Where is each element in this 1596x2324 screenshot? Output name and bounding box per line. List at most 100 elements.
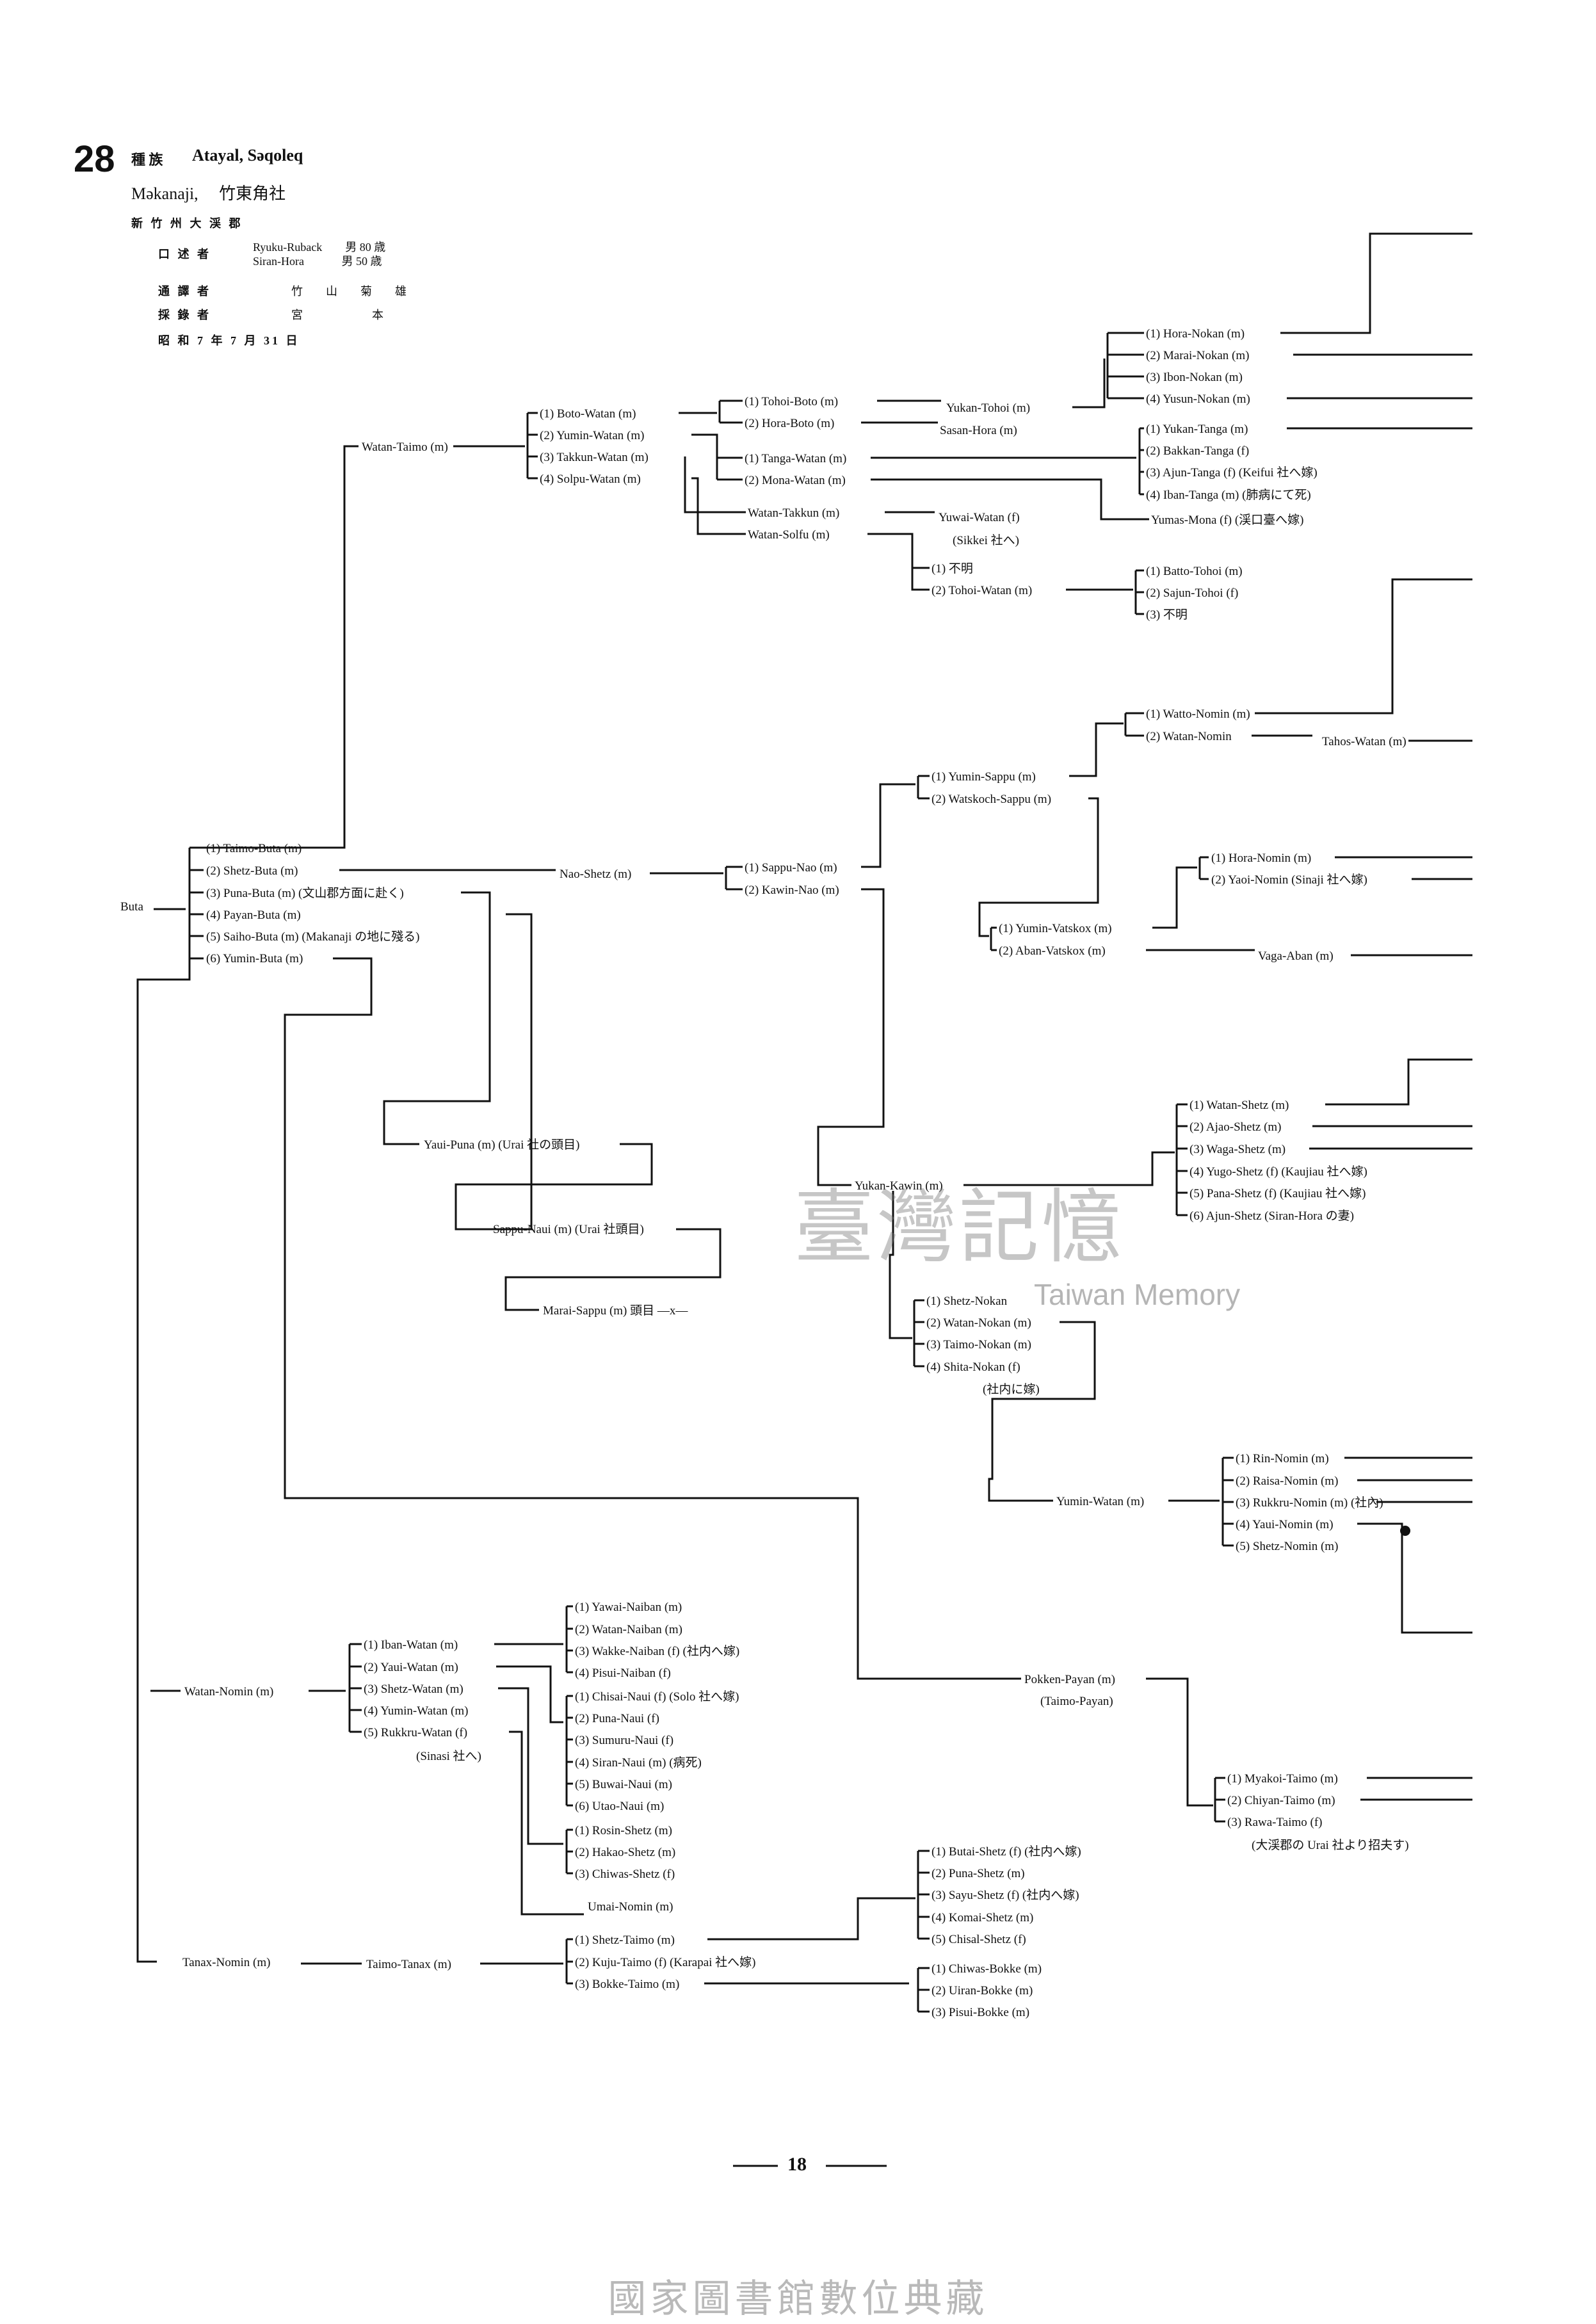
- person-entry: (Sinasi 社へ): [416, 1750, 481, 1763]
- person-entry: Pokken-Payan (m): [1024, 1673, 1115, 1686]
- tribe-label: 種 族: [131, 152, 163, 168]
- person-entry: (2) Mona-Watan (m): [745, 474, 846, 487]
- person-entry: (1) Hora-Nokan (m): [1146, 327, 1245, 341]
- person-entry: (3) Puna-Buta (m) (文山郡方面に赴く): [206, 887, 404, 900]
- person-entry: (3) Takkun-Watan (m): [540, 451, 649, 464]
- person-entry: (4) Pisui-Naiban (f): [575, 1666, 671, 1680]
- person-entry: (2) Marai-Nokan (m): [1146, 349, 1250, 362]
- person-entry: (Sikkei 社へ): [953, 534, 1019, 547]
- person-entry: (3) Sayu-Shetz (f) (社内へ嫁): [931, 1889, 1079, 1902]
- person-entry: (2) Hora-Boto (m): [745, 417, 835, 430]
- person-entry: (2) Yumin-Watan (m): [540, 429, 645, 442]
- person-entry: (4) Komai-Shetz (m): [931, 1911, 1034, 1925]
- person-entry: Yumas-Mona (f) (渓口臺へ嫁): [1151, 513, 1304, 527]
- person-entry: (4) Shita-Nokan (f): [926, 1360, 1020, 1374]
- person-entry: Sasan-Hora (m): [940, 424, 1017, 437]
- tribe-name: Atayal, Səqoleq: [192, 146, 303, 165]
- person-entry: (1) Taimo-Buta (m): [206, 842, 302, 855]
- person-entry: (1) Chisai-Naui (f) (Solo 社へ嫁): [575, 1690, 739, 1704]
- watermark-english: Taiwan Memory: [1034, 1278, 1241, 1311]
- chart-number: 28: [74, 138, 115, 180]
- person-entry: (3) Taimo-Nokan (m): [926, 1338, 1031, 1352]
- person-entry: (4) Payan-Buta (m): [206, 908, 301, 922]
- person-entry: (3) Shetz-Watan (m): [364, 1682, 463, 1696]
- person-entry: (2) Shetz-Buta (m): [206, 864, 298, 878]
- interpreter: 竹 山 菊 雄: [291, 285, 407, 298]
- person-entry: Watan-Solfu (m): [748, 528, 830, 542]
- person-entry: Tanax-Nomin (m): [182, 1956, 271, 1969]
- person-entry: (3) Ajun-Tanga (f) (Keifui 社へ嫁): [1146, 466, 1318, 480]
- recorder-label: 採 錄 者: [158, 309, 211, 321]
- person-entry: (5) Saiho-Buta (m) (Makanaji の地に殘る): [206, 930, 420, 944]
- person-entry: (大渓郡の Urai 社より招夫す): [1252, 1839, 1409, 1852]
- watermark-chinese: 臺灣記憶: [794, 1181, 1124, 1274]
- person-entry: (2) Uiran-Bokke (m): [931, 1984, 1033, 1997]
- person-entry: (1) Watan-Shetz (m): [1189, 1099, 1289, 1112]
- person-entry: (1) Iban-Watan (m): [364, 1638, 458, 1652]
- person-entry: (5) Buwai-Naui (m): [575, 1778, 672, 1791]
- person-entry: (2) Aban-Vatskox (m): [999, 944, 1106, 958]
- person-entry: (5) Chisal-Shetz (f): [931, 1933, 1026, 1946]
- person-entry: Vaga-Aban (m): [1258, 949, 1334, 963]
- person-entry: (5) Shetz-Nomin (m): [1236, 1540, 1339, 1553]
- person-entry: (2) Tohoi-Watan (m): [931, 584, 1033, 597]
- person-entry: (2) Kuju-Taimo (f) (Karapai 社へ嫁): [575, 1956, 756, 1969]
- person-entry: (1) Butai-Shetz (f) (社内へ嫁): [931, 1845, 1081, 1859]
- person-entry: (1) Tanga-Watan (m): [745, 452, 847, 465]
- person-entry: (2) Raisa-Nomin (m): [1236, 1474, 1339, 1488]
- person-entry: (1) Rosin-Shetz (m): [575, 1824, 672, 1837]
- record-date: 昭 和 7 年 7 月 31 日: [158, 334, 300, 347]
- person-entry: Watan-Takkun (m): [748, 506, 840, 520]
- person-entry: Marai-Sappu (m) 頭目 —x—: [543, 1304, 688, 1318]
- person-entry: (3) Pisui-Bokke (m): [931, 2006, 1030, 2019]
- person-entry: (2) Watan-Nokan (m): [926, 1316, 1031, 1330]
- person-entry: Yaui-Puna (m) (Urai 社の頭目): [424, 1138, 580, 1152]
- person-entry: (1) Yawai-Naiban (m): [575, 1601, 682, 1614]
- person-entry: (社内に嫁): [983, 1383, 1040, 1396]
- person-entry: (4) Yumin-Watan (m): [364, 1704, 469, 1718]
- person-entry: (1) Boto-Watan (m): [540, 407, 636, 421]
- informant-1: Ryuku-Ruback 男 80 歳: [253, 241, 386, 254]
- person-entry: (2) Watan-Naiban (m): [575, 1623, 682, 1636]
- person-entry: Tahos-Watan (m): [1322, 735, 1407, 748]
- junction-dot: [1400, 1526, 1410, 1536]
- person-entry: Watan-Taimo (m): [362, 440, 448, 454]
- person-entry: Buta: [120, 900, 143, 914]
- person-entry: Yukan-Kawin (m): [855, 1179, 943, 1193]
- person-entry: Nao-Shetz (m): [560, 867, 632, 881]
- person-entry: (1) Chiwas-Bokke (m): [931, 1962, 1042, 1976]
- informant-2: Siran-Hora 男 50 歳: [253, 255, 382, 268]
- person-entry: (3) 不明: [1146, 608, 1188, 622]
- person-entry: (2) Chiyan-Taimo (m): [1227, 1794, 1335, 1807]
- person-entry: (6) Yumin-Buta (m): [206, 952, 303, 965]
- person-entry: (1) Tohoi-Boto (m): [745, 395, 839, 408]
- footer-credit: 國家圖書館數位典藏: [608, 2277, 988, 2321]
- person-entry: (1) Yumin-Vatskox (m): [999, 922, 1112, 935]
- person-entry: (2) Watan-Nomin: [1146, 730, 1232, 743]
- person-entry: Watan-Nomin (m): [184, 1685, 274, 1699]
- person-entry: (3) Bokke-Taimo (m): [575, 1978, 680, 1991]
- person-entry: (5) Rukkru-Watan (f): [364, 1726, 468, 1739]
- person-entry: (5) Pana-Shetz (f) (Kaujiau 社へ嫁): [1189, 1187, 1366, 1200]
- person-entry: (1) Watto-Nomin (m): [1146, 707, 1250, 721]
- person-entry: Yumin-Watan (m): [1056, 1495, 1145, 1508]
- person-entry: (3) Rawa-Taimo (f): [1227, 1816, 1323, 1829]
- person-entry: (2) Hakao-Shetz (m): [575, 1846, 676, 1859]
- person-entry: (3) Wakke-Naiban (f) (社内へ嫁): [575, 1645, 740, 1658]
- person-entry: (1) Shetz-Taimo (m): [575, 1933, 675, 1947]
- person-entry: (2) Watskoch-Sappu (m): [931, 793, 1052, 806]
- person-entry: (2) Kawin-Nao (m): [745, 884, 839, 897]
- person-entry: (3) Waga-Shetz (m): [1189, 1143, 1286, 1156]
- page-number: 18: [787, 2154, 807, 2175]
- person-entry: (2) Yaoi-Nomin (Sinaji 社へ嫁): [1211, 873, 1367, 887]
- person-entry: (3) Chiwas-Shetz (f): [575, 1868, 675, 1881]
- person-entry: Umai-Nomin (m): [588, 1900, 673, 1914]
- person-entry: (2) Puna-Naui (f): [575, 1712, 659, 1725]
- person-entry: (2) Yaui-Watan (m): [364, 1661, 458, 1674]
- person-entry: (6) Utao-Naui (m): [575, 1800, 665, 1813]
- person-entry: (1) Sappu-Nao (m): [745, 861, 837, 875]
- person-entry: (2) Bakkan-Tanga (f): [1146, 444, 1250, 458]
- person-entry: (1) Hora-Nomin (m): [1211, 851, 1312, 865]
